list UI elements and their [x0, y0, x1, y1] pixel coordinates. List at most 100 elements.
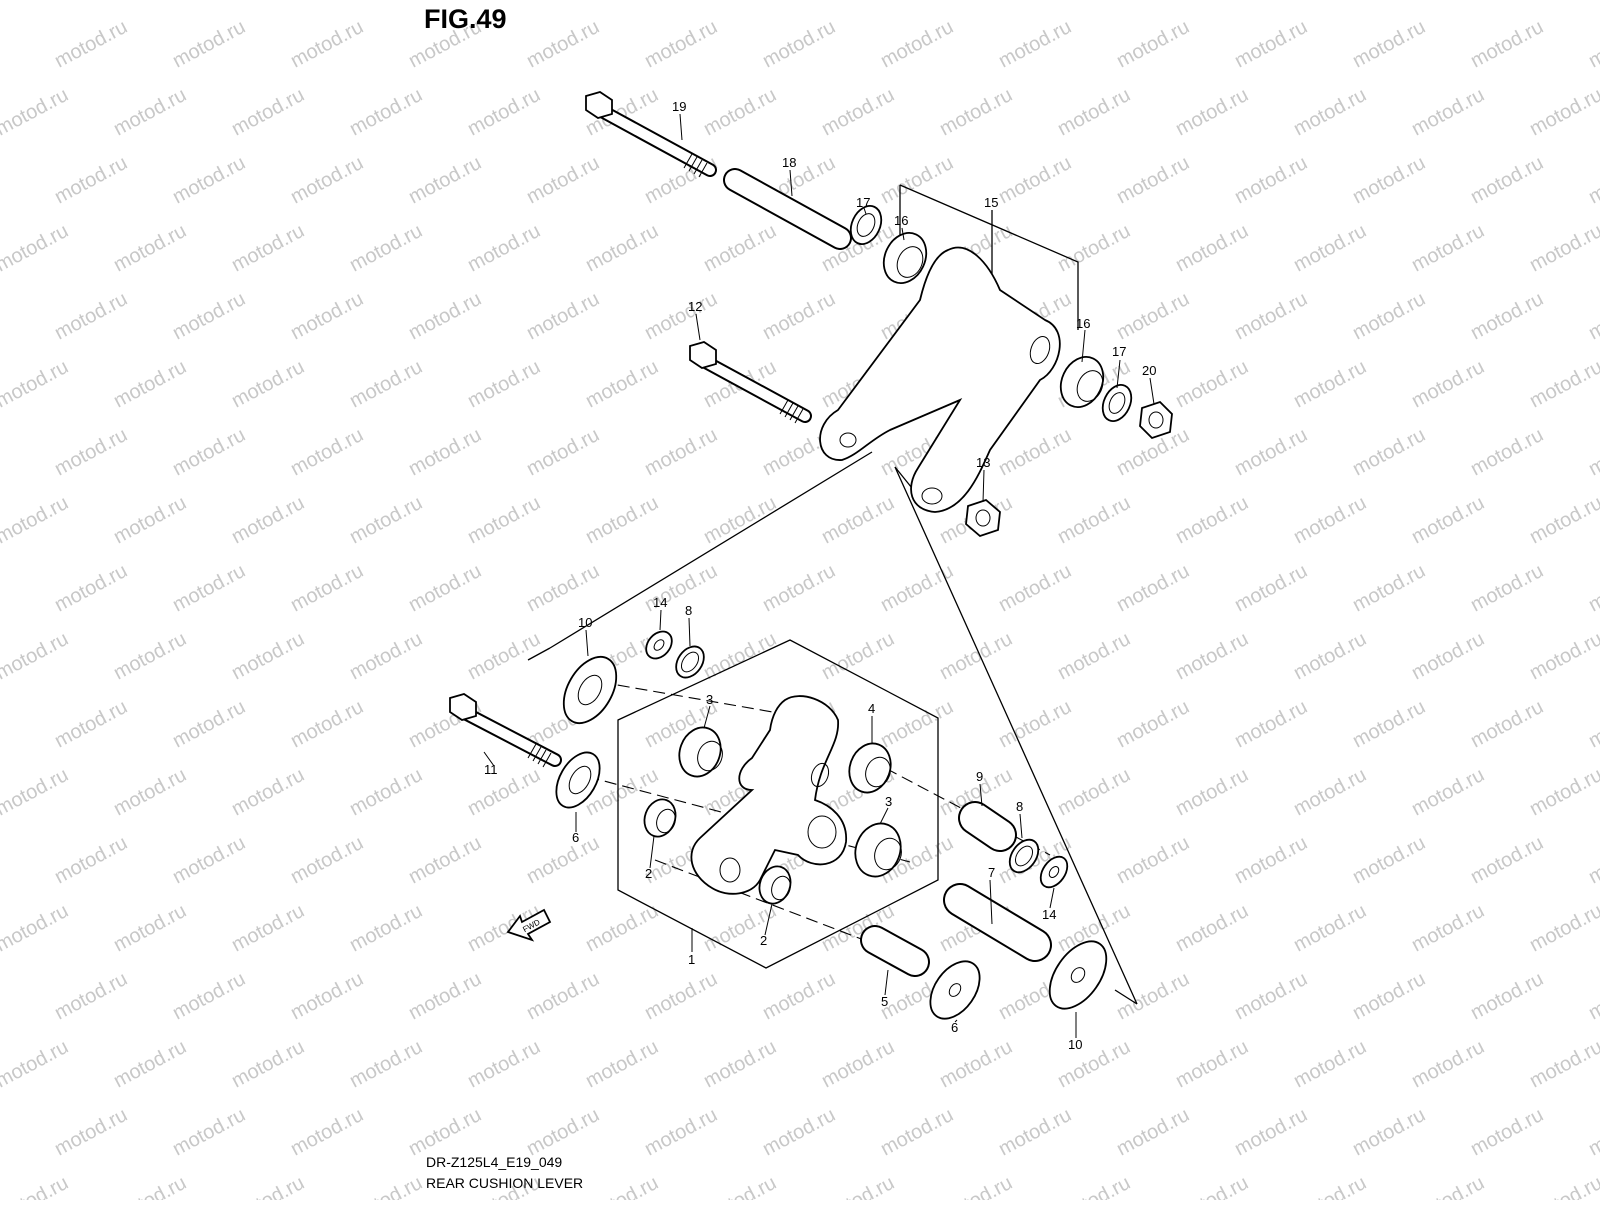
watermark-text: motod.ru — [1408, 900, 1488, 956]
watermark-text: motod.ru — [1408, 220, 1488, 276]
part-10-cap-lower[interactable] — [1038, 931, 1118, 1018]
part-13-nut[interactable] — [965, 498, 1001, 538]
watermark-text: motod.ru — [287, 424, 367, 480]
watermark-text: motod.ru — [464, 628, 544, 684]
watermark-text: motod.ru — [169, 288, 249, 344]
callout-6: 6 — [572, 830, 579, 845]
watermark-text: motod.ru — [169, 1104, 249, 1160]
part-14-washer-upper[interactable] — [641, 626, 677, 663]
watermark-text: motod.ru — [464, 220, 544, 276]
part-6-seal-left[interactable] — [547, 745, 608, 815]
watermark-text: motod.ru — [1526, 0, 1600, 4]
part-11-bolt[interactable] — [449, 693, 562, 768]
part-4-bearing[interactable] — [843, 738, 898, 799]
watermark-text: motod.ru — [759, 560, 839, 616]
watermark-text: motod.ru — [1467, 560, 1547, 616]
watermark-text: motod.ru — [641, 968, 721, 1024]
watermark-text: motod.ru — [1408, 1036, 1488, 1092]
part-9-sleeve[interactable] — [958, 801, 1017, 852]
watermark-text: motod.ru — [1113, 696, 1193, 752]
part-8-circlip-lower[interactable] — [1004, 834, 1044, 877]
watermark-text: motod.ru — [110, 1036, 190, 1092]
watermark-text: motod.ru — [523, 16, 603, 72]
part-16-bearing-upper[interactable] — [876, 226, 934, 290]
watermark-text: motod.ru — [1113, 16, 1193, 72]
callout-5: 5 — [881, 994, 888, 1009]
watermark-text: motod.ru — [0, 220, 72, 276]
watermark-text: motod.ru — [582, 900, 662, 956]
watermark-text: motod.ru — [582, 492, 662, 548]
watermark-text: motod.ru — [287, 152, 367, 208]
watermark-text: motod.ru — [1408, 764, 1488, 820]
watermark-text: motod.ru — [700, 1172, 780, 1200]
watermark-text: motod.ru — [1349, 288, 1429, 344]
callout-4: 4 — [868, 701, 875, 716]
fwd-arrow-icon: FWD — [506, 908, 552, 942]
watermark-text: motod.ru — [700, 84, 780, 140]
watermark-text: motod.ru — [1290, 220, 1370, 276]
figure-caption: REAR CUSHION LEVER — [426, 1175, 584, 1191]
watermark-text: motod.ru — [1467, 152, 1547, 208]
watermark-text: motod.ru — [995, 424, 1075, 480]
watermark-text: motod.ru — [110, 900, 190, 956]
part-18-sleeve[interactable] — [723, 168, 852, 250]
part-17-seal-lower[interactable] — [1097, 380, 1137, 425]
watermark-text: motod.ru — [1526, 356, 1600, 412]
watermark-text: motod.ru — [0, 1172, 72, 1200]
watermark-text: motod.ru — [169, 424, 249, 480]
part-6-seal-right[interactable] — [920, 952, 989, 1027]
part-5-sleeve[interactable] — [860, 925, 930, 977]
callout-14: 14 — [653, 595, 667, 610]
callout-13: 13 — [976, 455, 990, 470]
watermark-text: motod.ru — [0, 492, 72, 548]
callout-9: 9 — [976, 769, 983, 784]
watermark-text: motod.ru — [1349, 1104, 1429, 1160]
watermark-text: motod.ru — [877, 152, 957, 208]
part-7-sleeve[interactable] — [943, 883, 1052, 962]
watermark-text: motod.ru — [995, 16, 1075, 72]
watermark-text: motod.ru — [346, 764, 426, 820]
part-19-bolt[interactable] — [585, 91, 717, 178]
watermark-text: motod.ru — [405, 424, 485, 480]
part-2-bearing-lower[interactable] — [754, 862, 795, 908]
part-3-bearing-lower[interactable] — [848, 817, 908, 883]
watermark-text: motod.ru — [1172, 356, 1252, 412]
watermark-text: motod.ru — [110, 356, 190, 412]
part-20-nut[interactable] — [1139, 400, 1173, 440]
watermark-text: motod.ru — [759, 1104, 839, 1160]
watermark-text: motod.ru — [1231, 696, 1311, 752]
part-3-bearing-upper[interactable] — [673, 722, 728, 783]
part-10-cap-upper[interactable] — [553, 648, 627, 732]
watermark-text: motod.ru — [818, 0, 898, 4]
watermark-text: motod.ru — [464, 492, 544, 548]
watermark-text: motod.ru — [1231, 424, 1311, 480]
watermark-text: motod.ru — [582, 356, 662, 412]
watermark-text: motod.ru — [228, 84, 308, 140]
watermark-text: motod.ru — [169, 152, 249, 208]
watermark-text: motod.ru — [1467, 968, 1547, 1024]
watermark-text: motod.ru — [1172, 492, 1252, 548]
watermark-text: motod.ru — [1467, 288, 1547, 344]
part-17-seal-upper[interactable] — [845, 201, 887, 249]
watermark-text: motod.ru — [228, 764, 308, 820]
part-16-bearing-lower[interactable] — [1053, 350, 1111, 414]
watermark-text: motod.ru — [1526, 1036, 1600, 1092]
part-14-washer-lower[interactable] — [1035, 852, 1073, 892]
watermark-text: motod.ru — [228, 220, 308, 276]
callout-16: 16 — [894, 213, 908, 228]
watermark-text: motod.ru — [169, 696, 249, 752]
watermark-text: motod.ru — [346, 1036, 426, 1092]
watermark-text: motod.ru — [0, 900, 72, 956]
watermark-text: motod.ru — [1526, 220, 1600, 276]
part-2-bearing-left[interactable] — [639, 795, 680, 841]
watermark-text: motod.ru — [464, 1036, 544, 1092]
watermark-text: motod.ru — [464, 84, 544, 140]
watermark-text: motod.ru — [228, 1036, 308, 1092]
part-1-cushion-lever[interactable] — [690, 695, 847, 895]
watermark-text: motod.ru — [228, 628, 308, 684]
part-8-circlip-upper[interactable] — [670, 641, 709, 683]
watermark-text: motod.ru — [346, 220, 426, 276]
part-15-cushion-rod[interactable] — [819, 246, 1061, 513]
watermark-text: motod.ru — [1467, 16, 1547, 72]
part-12-bolt[interactable] — [689, 341, 812, 424]
